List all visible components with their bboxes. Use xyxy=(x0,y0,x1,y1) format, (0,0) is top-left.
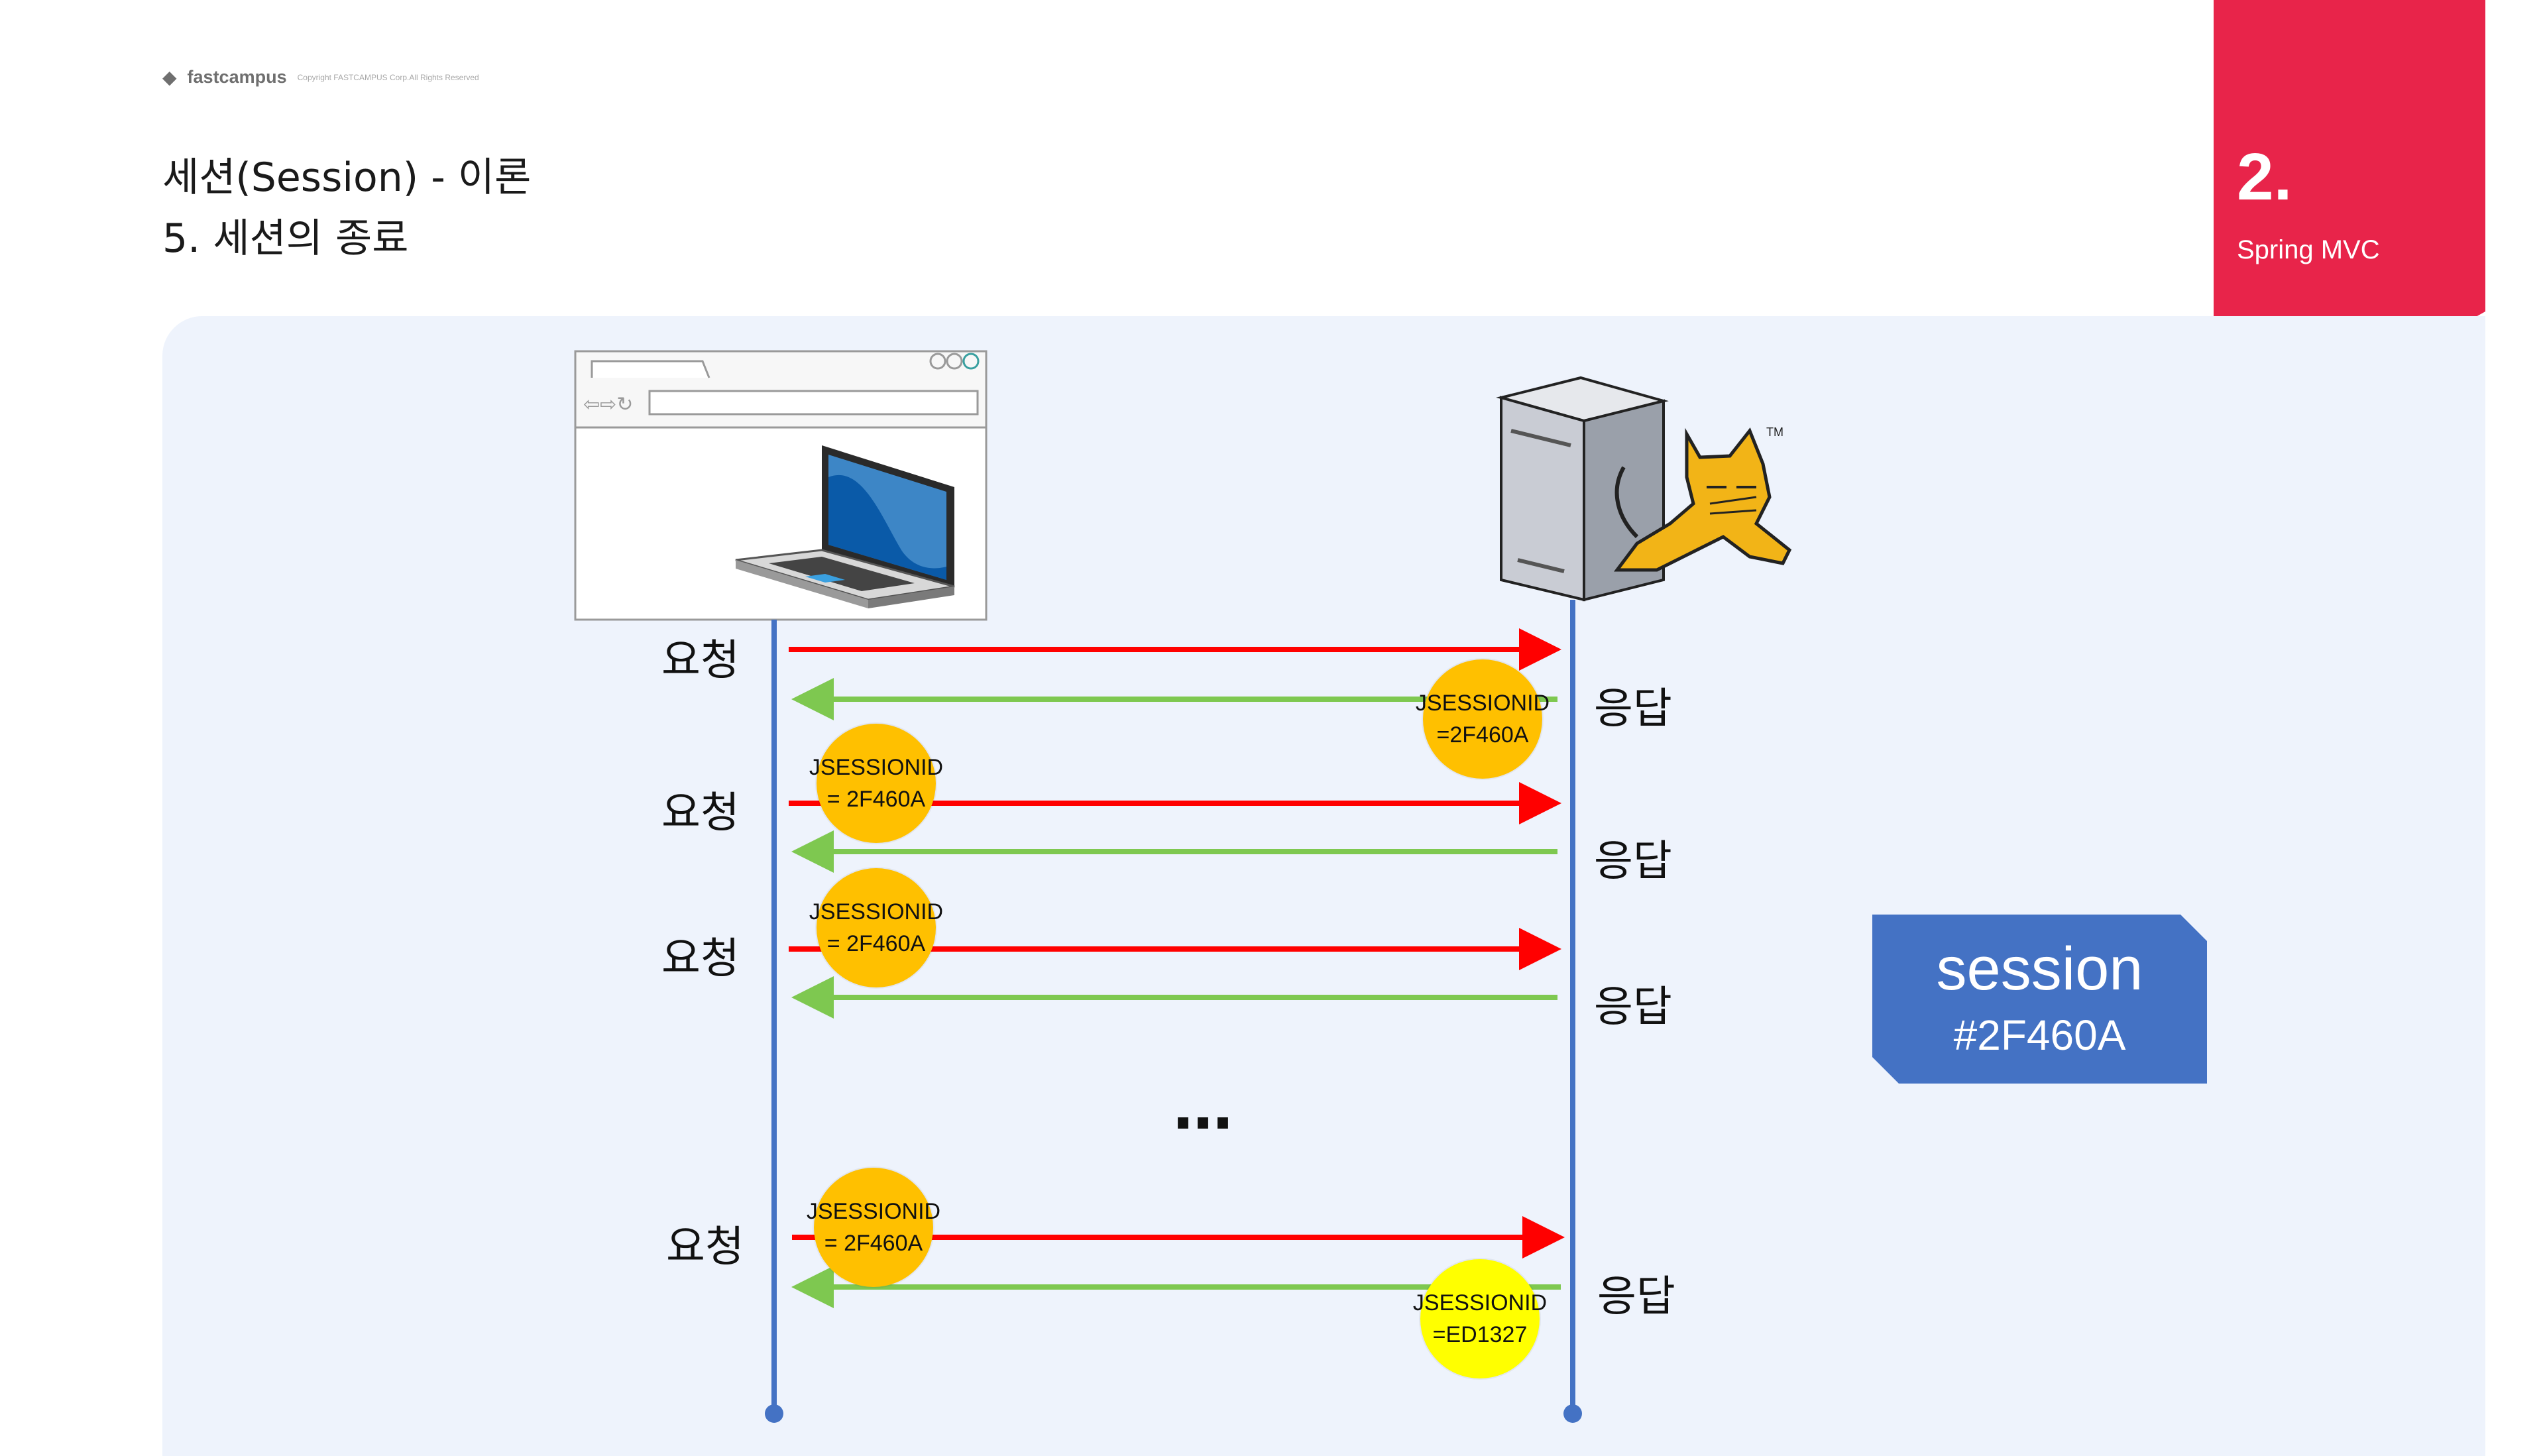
cookie-value: = 2F460A xyxy=(826,931,926,956)
cookie-value: =2F460A xyxy=(1436,722,1529,748)
request-label-3: 요청 xyxy=(661,934,740,983)
request-label-4: 요청 xyxy=(666,1223,744,1272)
svg-text:⇦⇨↻: ⇦⇨↻ xyxy=(583,393,633,416)
session-box-shape xyxy=(1872,915,2207,1084)
cookie-key: JSESSIONID xyxy=(1415,691,1550,716)
section-name: Spring MVC xyxy=(2237,235,2380,264)
cookie-value: = 2F460A xyxy=(826,787,926,812)
cookie-response-new: JSESSIONID =ED1327 xyxy=(1413,1259,1547,1378)
diagram-panel xyxy=(162,316,2485,1456)
cookie-response-1: JSESSIONID =2F460A xyxy=(1416,659,1550,779)
response-label-3: 응답 xyxy=(1594,983,1672,1032)
cookie-request-3: JSESSIONID = 2F460A xyxy=(809,868,943,987)
request-label-1: 요청 xyxy=(661,636,740,685)
response-label-4: 응답 xyxy=(1597,1272,1675,1321)
cookie-key: JSESSIONID xyxy=(1412,1290,1548,1316)
ellipsis: … xyxy=(1173,1074,1233,1143)
cookie-request-4: JSESSIONID = 2F460A xyxy=(807,1168,940,1287)
response-label-1: 응답 xyxy=(1594,685,1672,734)
brand-copyright: Copyright FASTCAMPUS Corp.All Rights Res… xyxy=(297,72,479,82)
session-box: session #2F460A xyxy=(1872,915,2207,1084)
svg-text:TM: TM xyxy=(1766,425,1783,439)
brand: ◆ fastcampus Copyright FASTCAMPUS Corp.A… xyxy=(162,66,479,88)
cookie-key: JSESSIONID xyxy=(806,1199,941,1224)
request-label-2: 요청 xyxy=(661,789,740,838)
cookie-key: JSESSIONID xyxy=(809,755,944,780)
session-title: session xyxy=(1936,935,2143,1003)
slide-title-line1: 세션(Session) - 이론 xyxy=(162,154,532,201)
session-id: #2F460A xyxy=(1953,1011,2126,1059)
brand-name: fastcampus xyxy=(187,67,287,87)
cookie-request-2: JSESSIONID = 2F460A xyxy=(809,724,943,843)
response-label-2: 응답 xyxy=(1594,837,1672,886)
server-tomcat-icon: TM xyxy=(1496,376,1792,602)
cookie-value: = 2F460A xyxy=(824,1231,923,1256)
slide-title-line2: 5. 세션의 종료 xyxy=(162,215,409,262)
server-lifeline-end xyxy=(1563,1404,1582,1423)
cookie-value: =ED1327 xyxy=(1432,1322,1528,1347)
client-lifeline-end xyxy=(765,1404,783,1423)
cookie-key: JSESSIONID xyxy=(809,899,944,924)
laptop-browser-icon: ⇦⇨↻ xyxy=(574,350,988,621)
slide-title: 세션(Session) - 이론 5. 세션의 종료 xyxy=(162,147,531,269)
section-number: 2. xyxy=(2237,140,2292,214)
fastcampus-logo-icon: ◆ xyxy=(162,66,177,88)
